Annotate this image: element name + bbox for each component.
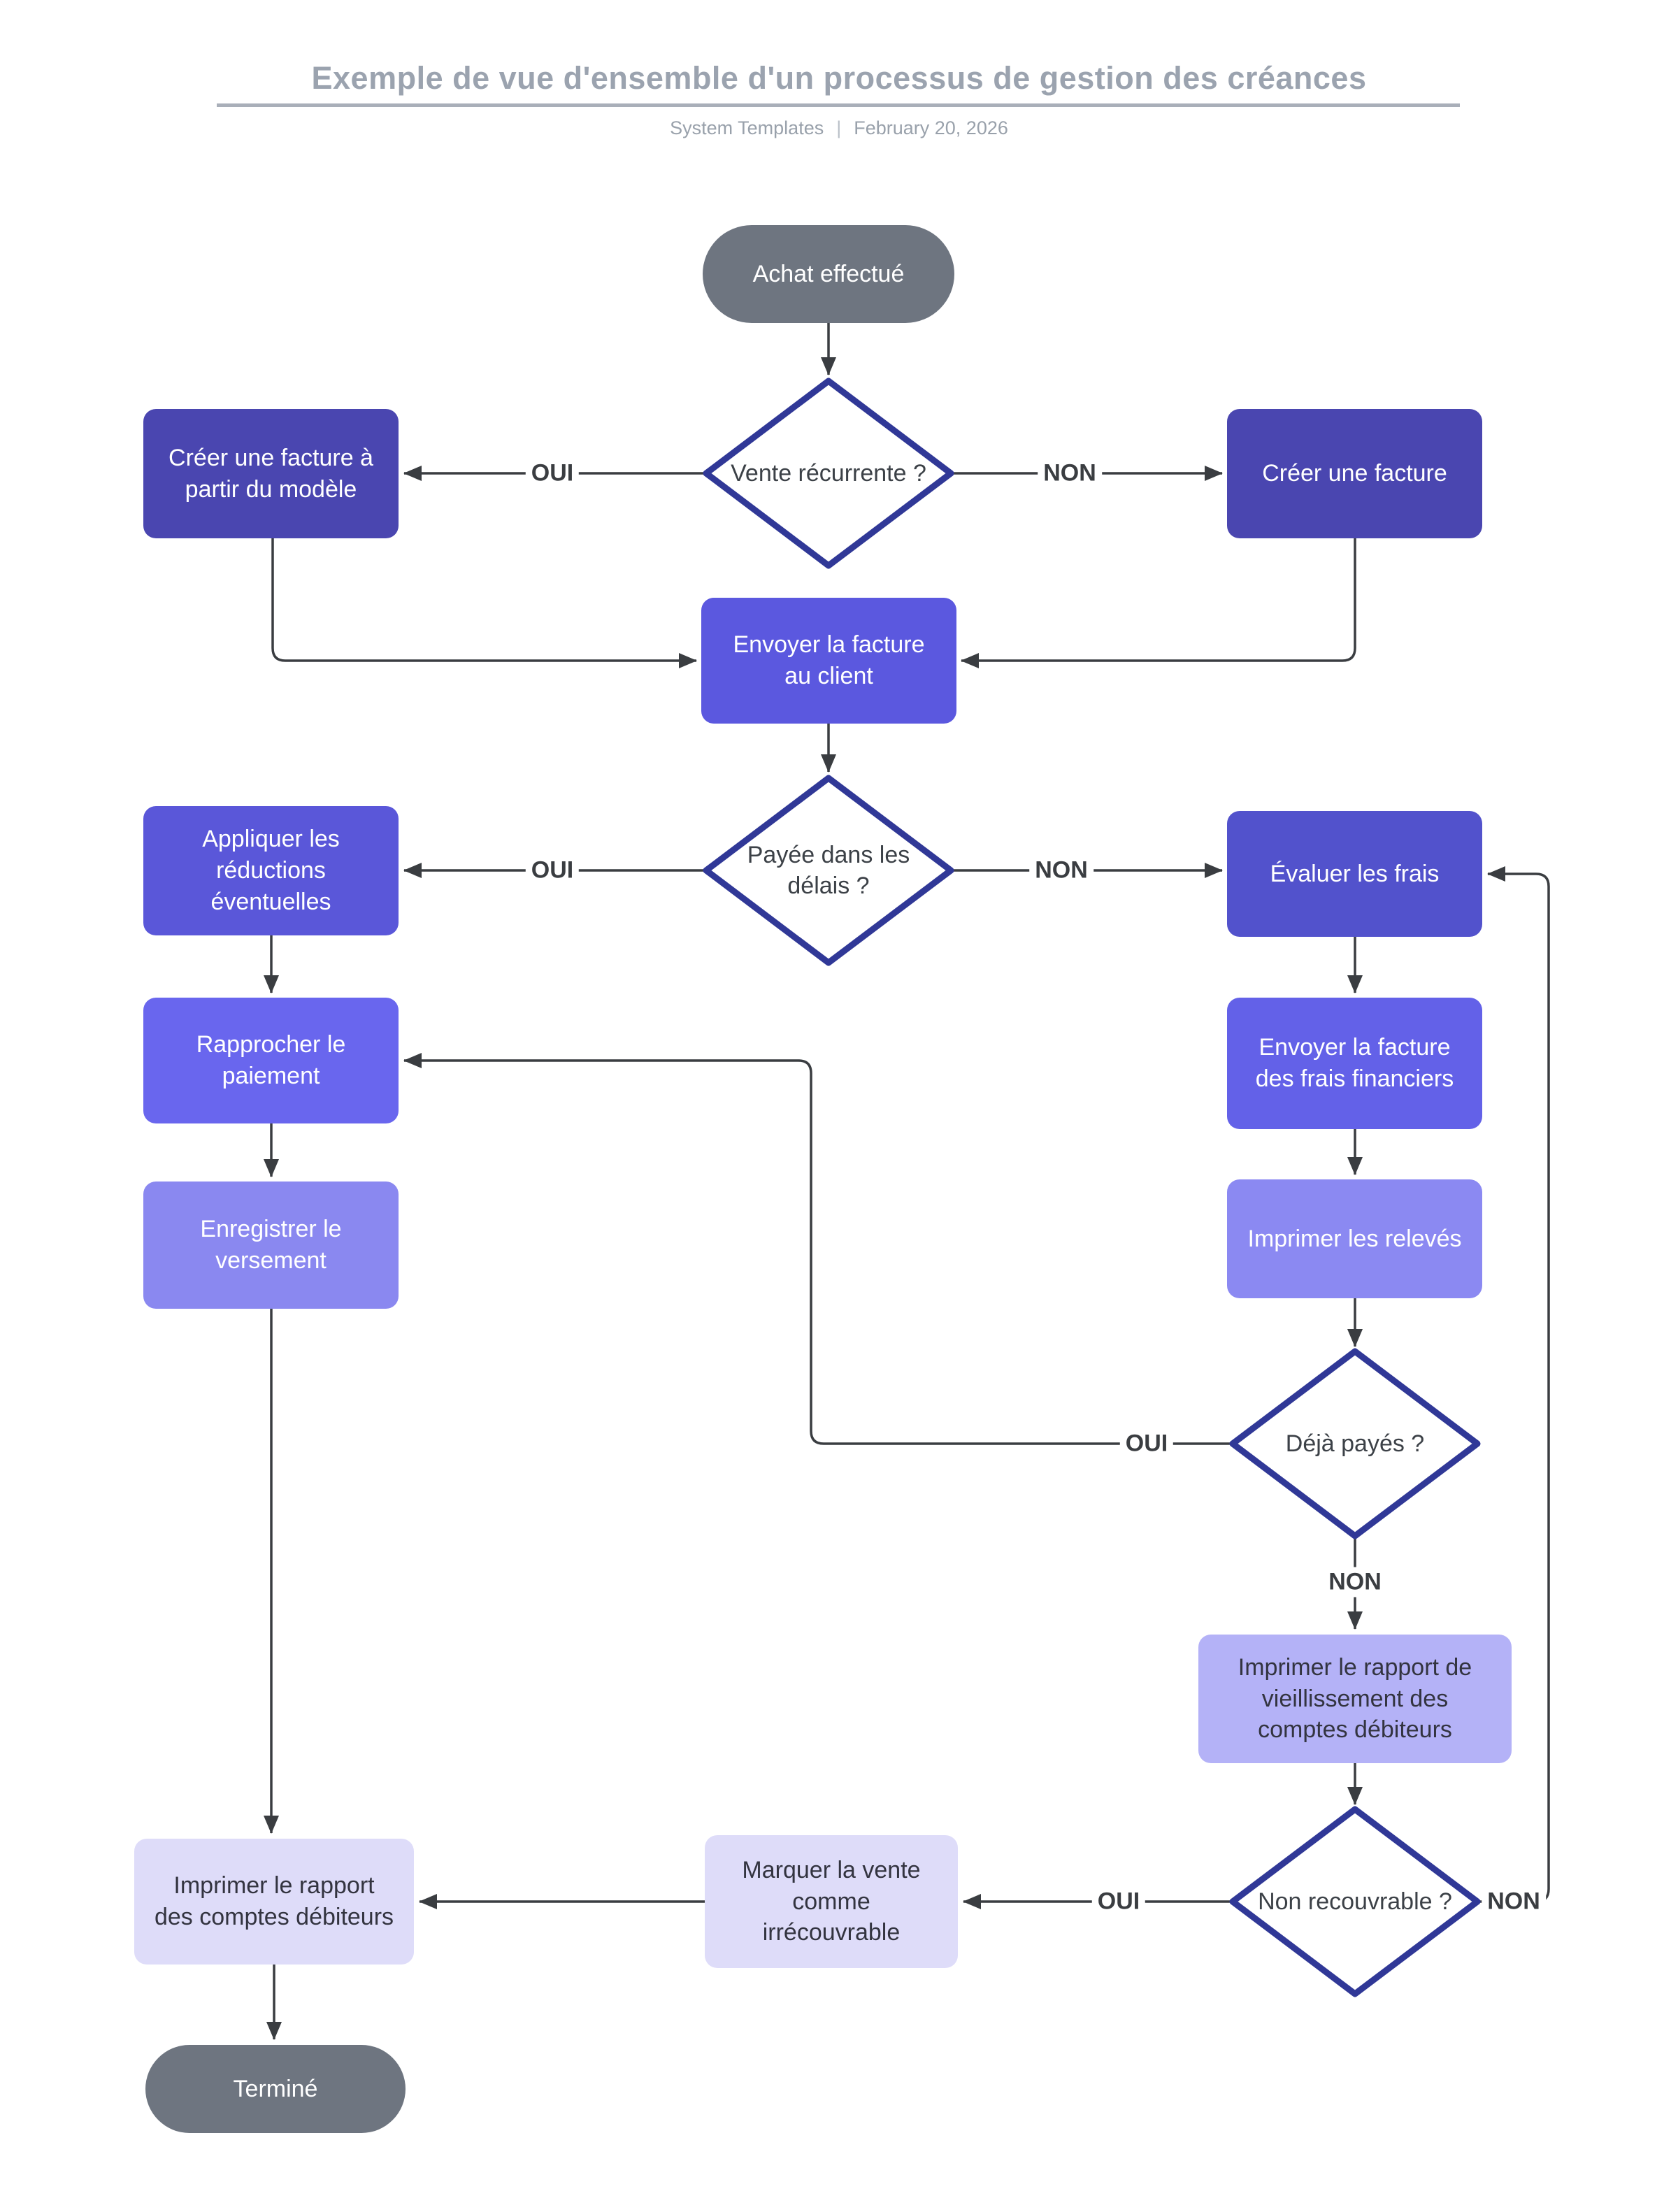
- node-rapprocher-paiement: Rapprocher le paiement: [143, 998, 399, 1123]
- node-start-achat-effectue: Achat effectué: [703, 225, 954, 323]
- decision-vente-recurrente-label: Vente récurrente ?: [731, 459, 926, 487]
- subtitle-date: February 20, 2026: [854, 117, 1008, 138]
- node-envoyer-facture-client: Envoyer la facture au client: [701, 598, 956, 724]
- decision-non-recouvrable-shape: [1229, 1806, 1481, 1997]
- page-subtitle: System Templates | February 20, 2026: [0, 117, 1678, 139]
- node-envoyer-facture-frais: Envoyer la facture des frais financiers: [1227, 998, 1482, 1129]
- decision-deja-payes-label: Déjà payés ?: [1285, 1430, 1425, 1457]
- edge-creer-facture-to-envoyer-client: [961, 538, 1356, 668]
- page-title: Exemple de vue d'ensemble d'un processus…: [311, 60, 1367, 96]
- decision-payee-delais-label: Payée dans les délais ?: [747, 841, 910, 899]
- node-imprimer-releves: Imprimer les relevés: [1227, 1179, 1482, 1298]
- edge-label-oui-payee-delais: OUI: [525, 855, 580, 886]
- node-marquer-vente-irrecouvrable: Marquer la vente comme irrécouvrable: [705, 1835, 958, 1968]
- edge-label-oui-non-recouvrable: OUI: [1091, 1886, 1146, 1917]
- subtitle-author: System Templates: [670, 117, 824, 138]
- edge-label-non-deja-payes: NON: [1323, 1567, 1387, 1597]
- edge-label-non-non-recouvrable: NON: [1482, 1886, 1546, 1917]
- edge-label-oui-deja-payes: OUI: [1119, 1428, 1174, 1459]
- subtitle-separator: |: [836, 117, 842, 138]
- edge-creer-modele-to-envoyer-client: [271, 538, 697, 668]
- decision-deja-payes-shape: [1229, 1348, 1481, 1539]
- title-underline: [217, 103, 1460, 107]
- edge-label-oui-vente-recurrente: OUI: [525, 458, 580, 489]
- edge-label-non-payee-delais: NON: [1029, 855, 1093, 886]
- node-enregistrer-versement: Enregistrer le versement: [143, 1182, 399, 1309]
- decision-vente-recurrente-shape: [703, 378, 954, 569]
- node-creer-facture-modele: Créer une facture à partir du modèle: [143, 409, 399, 538]
- decision-payee-delais-shape: [703, 775, 954, 966]
- node-creer-facture: Créer une facture: [1227, 409, 1482, 538]
- decision-non-recouvrable-label: Non recouvrable ?: [1258, 1888, 1452, 1915]
- node-evaluer-frais: Évaluer les frais: [1227, 811, 1482, 937]
- edge-label-non-vente-recurrente: NON: [1038, 458, 1102, 489]
- node-imprimer-rapport-comptes: Imprimer le rapport des comptes débiteur…: [134, 1839, 414, 1965]
- node-imprimer-rapport-vieillissement: Imprimer le rapport de vieillissement de…: [1198, 1635, 1512, 1763]
- node-appliquer-reductions: Appliquer les réductions éventuelles: [143, 806, 399, 935]
- node-end-termine: Terminé: [145, 2045, 406, 2133]
- edge-deja-payes-oui-to-rapprocher: [403, 1053, 1233, 1445]
